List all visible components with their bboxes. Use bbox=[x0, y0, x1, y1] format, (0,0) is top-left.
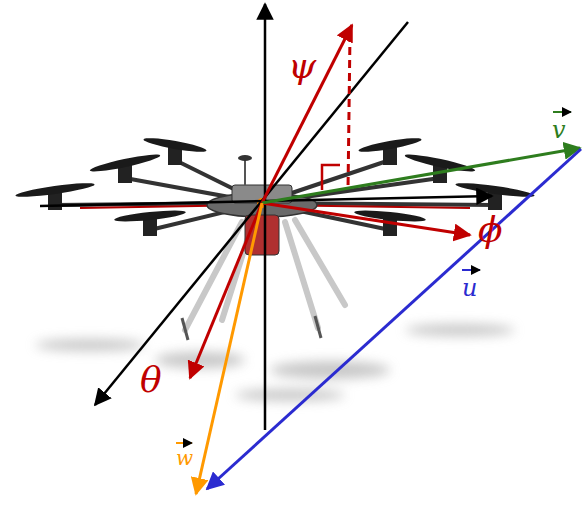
velocity-label: v bbox=[552, 118, 566, 142]
roll-label: ϕ bbox=[478, 212, 503, 248]
yaw-label: ψ bbox=[288, 48, 316, 84]
pitch-label: θ bbox=[140, 362, 162, 398]
velocity-label: w bbox=[176, 448, 193, 468]
velocity-label: u bbox=[462, 276, 477, 300]
